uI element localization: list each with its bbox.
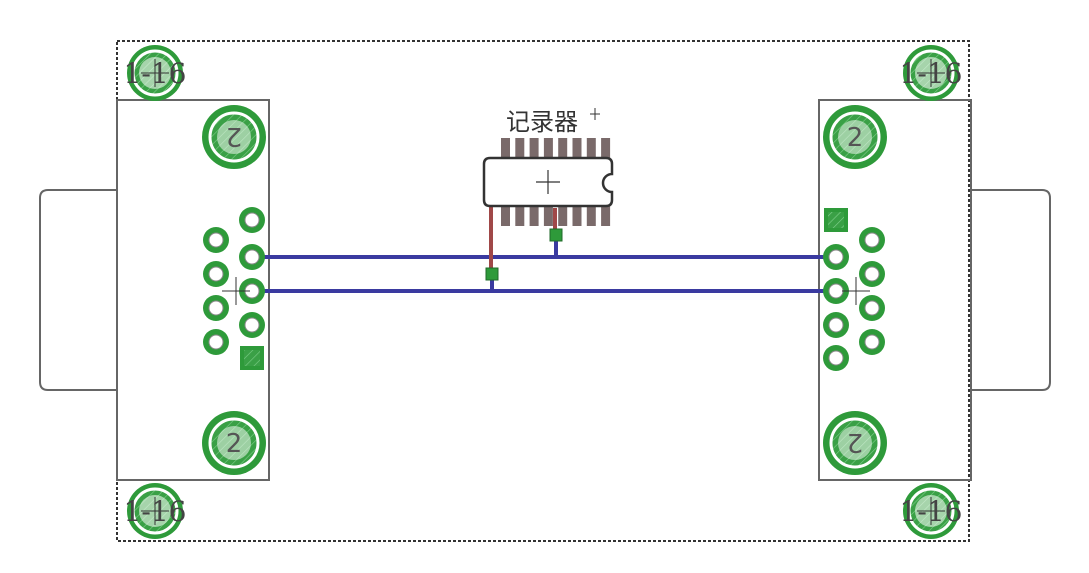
ic-pin bbox=[586, 206, 596, 226]
ic-pins-bottom bbox=[501, 206, 611, 226]
mounting-hole: 1-16 bbox=[124, 45, 187, 101]
ic-pin bbox=[529, 138, 539, 158]
ic-pin bbox=[558, 138, 568, 158]
connector-mount-hole: 2 bbox=[202, 105, 266, 169]
connector-mount-hole: 2 bbox=[202, 411, 266, 475]
connector-pin bbox=[239, 244, 265, 270]
connector-hole-label: 2 bbox=[847, 427, 864, 457]
ic-pins-top bbox=[501, 138, 611, 158]
mounting-hole-label: 1-16 bbox=[900, 57, 963, 90]
connector-holes: 2 2 2 2 bbox=[202, 105, 887, 475]
ic-pin bbox=[501, 206, 510, 226]
connector-pin-square bbox=[240, 346, 264, 370]
mounting-hole-label: 1-16 bbox=[900, 495, 963, 528]
ic-pin bbox=[558, 206, 568, 226]
connector-pin bbox=[823, 244, 849, 270]
board-edge bbox=[116, 40, 970, 542]
connector-pin bbox=[239, 312, 265, 338]
ic-title: 记录器 bbox=[506, 108, 578, 136]
via-left bbox=[485, 267, 499, 281]
right-crosshair bbox=[842, 277, 870, 305]
connector-pin bbox=[823, 312, 849, 338]
title-mark bbox=[590, 108, 600, 120]
left-crosshair bbox=[222, 277, 250, 305]
ic-pin bbox=[515, 206, 525, 226]
ic-pin bbox=[543, 138, 553, 158]
ic-pin bbox=[529, 206, 539, 226]
ic-pin bbox=[586, 138, 596, 158]
ic-chip bbox=[482, 138, 614, 226]
ic-pin bbox=[515, 138, 525, 158]
mounting-hole: 1-16 bbox=[900, 483, 963, 539]
connector-pin bbox=[203, 261, 229, 287]
connector-pin bbox=[859, 227, 885, 253]
connector-hole-label: 2 bbox=[226, 429, 243, 459]
ic-pin bbox=[572, 206, 582, 226]
mounting-holes: 1-16 1-16 1-16 1-16 bbox=[124, 45, 963, 539]
right-connector-pins bbox=[823, 208, 885, 371]
connector-hole-label: 2 bbox=[226, 121, 243, 151]
ic-pin bbox=[572, 138, 582, 158]
mounting-hole-label: 1-16 bbox=[124, 57, 187, 90]
connector-hole-label: 2 bbox=[847, 123, 864, 153]
left-connector-flange bbox=[39, 189, 117, 391]
via-right bbox=[549, 228, 563, 242]
mounting-hole: 1-16 bbox=[900, 45, 963, 101]
connector-pin bbox=[203, 295, 229, 321]
mounting-hole-label: 1-16 bbox=[124, 495, 187, 528]
ic-pin bbox=[543, 206, 553, 226]
connector-mount-hole: 2 bbox=[823, 105, 887, 169]
connector-pin bbox=[203, 329, 229, 355]
ic-pin bbox=[501, 138, 510, 158]
connector-pin bbox=[823, 278, 849, 304]
connector-mount-hole: 2 bbox=[823, 411, 887, 475]
connector-pin bbox=[859, 261, 885, 287]
connector-pin bbox=[203, 227, 229, 253]
right-connector-flange bbox=[971, 189, 1051, 391]
ic-pin bbox=[601, 206, 611, 226]
mounting-hole: 1-16 bbox=[124, 483, 187, 539]
connector-pin-square bbox=[824, 208, 848, 232]
connector-pin bbox=[239, 207, 265, 233]
left-connector-pins bbox=[203, 207, 265, 370]
connector-pin bbox=[239, 278, 265, 304]
connector-pin bbox=[823, 345, 849, 371]
connector-pin bbox=[859, 329, 885, 355]
ic-pin bbox=[601, 138, 611, 158]
connector-pin bbox=[859, 295, 885, 321]
traces-bottom bbox=[254, 235, 835, 293]
